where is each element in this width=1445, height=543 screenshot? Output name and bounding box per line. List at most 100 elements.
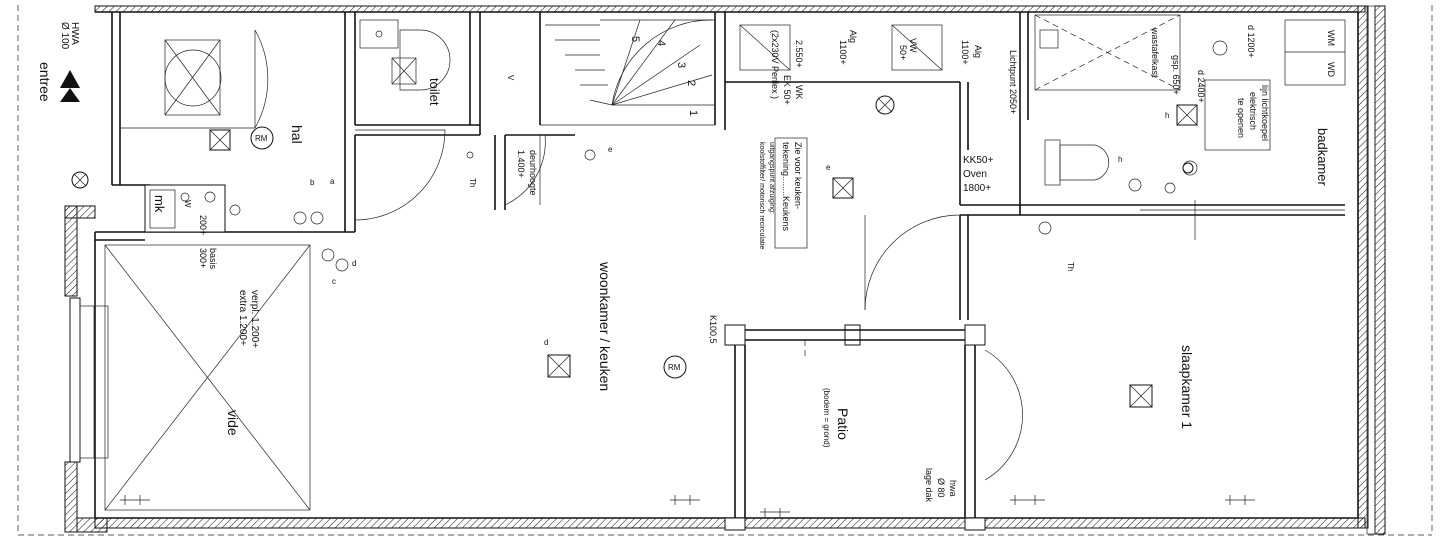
light-icon [1129,384,1153,408]
d-label: d [544,338,548,347]
room-label-patio: Patio [835,408,851,440]
lage-dak-label: lage dak [924,468,934,503]
patio-note: (bodem = grond) [822,388,831,448]
utility-walls [725,12,1345,320]
sockets [120,495,1255,518]
hwa-label: HWA [69,22,80,45]
stair-step-2: 2 [685,80,697,86]
lichtkoepel-line2: elektrisch [1248,92,1258,130]
kk-label: KK50+ [963,155,993,166]
wall-light-icon [875,95,895,115]
stair-step-5: 5 [629,36,641,42]
gsp-label: gsp. 650+ [1171,55,1181,95]
rm-label-hal: RM [255,134,268,143]
d2400-label: d 2400+ [1196,70,1206,103]
room-label-badkamer: badkamer [1315,128,1330,186]
v200-label: 200+ [198,215,208,235]
alg1-value: 1100+ [838,40,848,65]
room-label-slaapkamer: slaapkamer 1 [1179,345,1195,429]
kitchen-note-box [774,137,808,249]
e-label-2: e [608,145,613,154]
lichtkoepel-line1: lijn lichtkoepel [1260,85,1270,141]
e-label: e [826,163,831,172]
window-left [69,297,109,463]
basis-value: 300+ [198,248,208,268]
vw-value: 50+ [898,45,908,60]
vw-label: VW [908,38,918,53]
light-icon [547,354,571,378]
room-label-woonkamer: woonkamer / keuken [597,261,613,391]
entrance-door [120,29,269,129]
oven-label: Oven [963,169,987,180]
c-label: c [332,277,336,286]
bathroom [1034,14,1346,186]
h-label: h [1165,111,1169,120]
patio-walls [724,214,1023,531]
room-label-vide: vide [225,410,241,436]
alg2-value: 1100+ [960,40,970,65]
switches [293,149,1176,272]
thermostat-label: Th [468,178,477,187]
wastafelkast-label: wastafelkast [1150,27,1160,78]
d1200-label: d 1200+ [1246,25,1256,58]
kitchen-note-line3: uitgangspunt afzuiging: [768,142,775,214]
room-label-hal: hal [289,125,305,144]
stair-step-1: 1 [687,110,699,116]
wk-tag: WK [794,85,804,100]
wm-label: WM [1326,30,1336,46]
thermostat-label-2: Th [1066,262,1075,271]
wk-line2: (2x230V Perilex ) [770,30,780,99]
wd-label: WD [1326,62,1336,77]
vide-area [104,244,311,511]
room-label-entree: entree [37,62,53,102]
a-label: a [330,177,335,186]
basis-label: basis [208,248,218,270]
room-label-toilet: toilet [427,78,442,106]
property-boundary [17,5,1433,536]
kitchen-note-line1: Zie voor keuken- [793,142,803,209]
stair-step-4: 4 [655,40,667,46]
hwa-dia-label: Ø 100 [59,22,70,50]
entrance-arrow-icon [60,70,80,102]
alg1-label: Alg [848,30,858,43]
w-label: W [183,200,192,208]
light-icon [1176,104,1198,126]
kitchen-note-line4: koolstoffilter/ motorisch recirculatie [758,142,765,249]
hwa-low-label: hwa [948,480,958,497]
outer-walls [64,5,1386,535]
hwa-low-dia: Ø 80 [936,478,946,498]
verpl-line2: extra 1.200+ [237,290,248,346]
lichtkoepel-line3: te openen [1236,98,1246,138]
verpl-line1: verpl. 1.200+ [249,290,260,348]
bathroom-window [1140,200,1345,240]
smoke-detector-icon [663,355,687,379]
smoke-detectors [250,126,687,379]
h-label-2: h [1118,155,1122,164]
light-icon [832,177,854,199]
staircase [539,12,726,130]
wk-line3: EK 50+ [782,75,792,105]
wk-line1: 2.550+ [794,40,804,68]
rm-label-woonkamer: RM [668,363,681,372]
light-icon [209,129,231,151]
wall-light-icon [1182,162,1194,174]
lichtpunt-label: Lichtpunt 2050+ [1008,50,1018,114]
d-label-2: d [352,259,356,268]
meterkast [144,184,241,233]
smoke-detector-icon [250,126,274,150]
deurhoogte-label: deurhoogte [528,150,538,196]
b-label: b [310,178,315,187]
stair-step-3: 3 [675,62,687,68]
oven-value: 1800+ [963,183,991,194]
k-label: K100,5 [708,315,718,344]
trapkast-door [494,134,575,210]
alg2-label: Alg [973,45,983,58]
light-fixtures [71,95,1198,408]
toilet-room [354,19,451,221]
kitchen-note-line2: tekening........Keukens [781,142,791,232]
meterkast-label: mk [152,195,167,213]
deurhoogte-value: 1.400+ [516,150,526,178]
v-label: V [506,75,515,81]
wall-light-icon [71,171,89,189]
